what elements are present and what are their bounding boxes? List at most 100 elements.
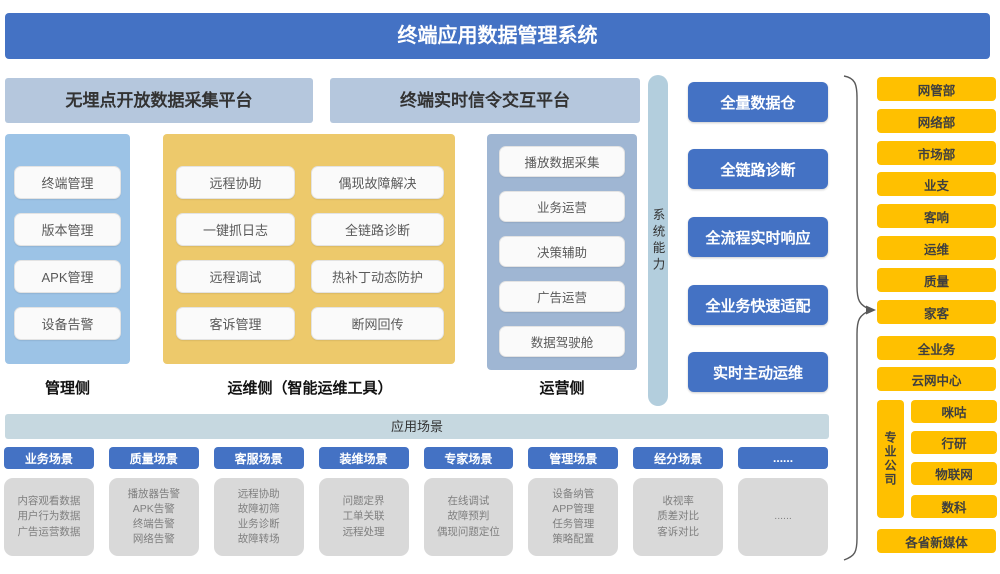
dept-all-business: 全业务 [877,336,996,360]
scenario-col-business: 业务场景 内容观看数据 用户行为数据 广告运营数据 [4,447,94,556]
page-title: 终端应用数据管理系统 [5,13,990,59]
application-scenarios-bar: 应用场景 [5,414,829,439]
management-item-apk: APK管理 [14,260,121,293]
dept-customer-response: 客响 [877,204,996,228]
detail-line: 故障预判 [447,510,490,523]
management-item-device-alarm: 设备告警 [14,307,121,340]
dept-business-support: 业支 [877,172,996,196]
detail-line: 故障转场 [237,533,280,546]
dept-network-mgmt: 网管部 [877,77,996,101]
prof-item-iot: 物联网 [911,462,997,485]
professional-company-text: 专业公司 [883,431,897,487]
prof-item-digital: 数科 [911,495,997,518]
detail-line: ...... [774,510,792,523]
ops-item-offline-upload: 断网回传 [311,307,444,340]
ops-item-onekey-log: 一键抓日志 [176,213,295,246]
management-column-label: 管理侧 [44,380,90,397]
operation-item-data-cockpit: 数据驾驶舱 [499,326,625,357]
capability-full-data-warehouse: 全量数据仓 [688,82,828,122]
detail-line: APK告警 [132,502,175,515]
dept-province-new-media: 各省新媒体 [877,529,996,553]
prof-item-research: 行研 [911,431,997,454]
scenario-header-analytics: 经分场景 [633,447,724,469]
capability-proactive-ops: 实时主动运维 [688,352,828,392]
scenario-header-business: 业务场景 [4,447,94,469]
system-capability-bar: 系统能力 [648,75,668,406]
scenario-header-expert: 专家场景 [423,447,514,469]
detail-line: 任务管理 [552,518,595,530]
scenario-detail-more: ...... [738,478,828,556]
dept-quality: 质量 [877,268,996,292]
brace-connector [843,75,876,561]
ops-item-complaint-mgmt: 客诉管理 [176,307,295,340]
detail-line: 故障初筛 [237,502,280,515]
scenario-col-management: 管理场景 设备纳管 APP管理 任务管理 策略配置 [528,447,619,556]
scenario-detail-analytics: 收视率 质差对比 客诉对比 [633,478,724,556]
platform-header-open-data-collection: 无埋点开放数据采集平台 [5,78,313,123]
dept-market: 市场部 [877,141,996,165]
scenario-col-customer-service: 客服场景 远程协助 故障初筛 业务诊断 故障转场 [213,447,304,556]
detail-line: 收视率 [662,495,694,508]
ops-column-label: 运维侧（智能运维工具） [227,380,393,397]
capability-fast-adaptation: 全业务快速适配 [688,285,828,325]
scenario-header-customer-service: 客服场景 [213,447,304,469]
scenario-header-more: ...... [738,447,828,469]
detail-line: 工单关联 [342,510,385,523]
ops-item-hotfix-protect: 热补丁动态防护 [311,260,444,293]
scenario-col-expert: 专家场景 在线调试 故障预判 偶现问题定位 [423,447,514,556]
scenario-detail-expert: 在线调试 故障预判 偶现问题定位 [423,478,514,556]
operation-column-label: 运营侧 [539,380,585,397]
operation-item-ad-ops: 广告运营 [499,281,625,312]
system-capability-label: 系统能力 [650,207,665,274]
scenario-col-quality: 质量场景 播放器告警 APK告警 终端告警 网络告警 [108,447,199,556]
scenario-header-quality: 质量场景 [108,447,199,469]
operation-item-playback-data: 播放数据采集 [499,146,625,177]
prof-item-migu: 咪咕 [911,400,997,423]
detail-line: 用户行为数据 [17,510,81,523]
platform-header-realtime-signaling: 终端实时信令交互平台 [330,78,640,123]
scenario-col-more: ...... ...... [738,447,828,556]
brace-arrow-icon [866,305,876,315]
detail-line: 终端告警 [132,518,175,530]
ops-item-remote-debug: 远程调试 [176,260,295,293]
detail-line: 远程协助 [237,487,280,500]
management-item-terminal: 终端管理 [14,166,121,199]
detail-line: 业务诊断 [237,518,280,530]
detail-line: 网络告警 [132,533,175,546]
detail-line: 在线调试 [447,495,490,508]
detail-line: 偶现问题定位 [436,525,500,538]
detail-line: 广告运营数据 [17,525,81,538]
detail-line: 设备纳管 [552,487,595,500]
scenario-detail-installation: 问题定界 工单关联 远程处理 [318,478,409,556]
detail-line: 质差对比 [657,510,700,523]
scenario-detail-management: 设备纳管 APP管理 任务管理 策略配置 [528,478,619,556]
scenario-header-management: 管理场景 [528,447,619,469]
scenario-col-installation: 装维场景 问题定界 工单关联 远程处理 [318,447,409,556]
professional-company-label: 专业公司 [877,400,904,518]
dept-home-customer: 家客 [877,300,996,324]
detail-line: 远程处理 [342,525,385,538]
capability-realtime-response: 全流程实时响应 [688,217,828,257]
operation-item-decision-support: 决策辅助 [499,236,625,267]
scenario-row: 业务场景 内容观看数据 用户行为数据 广告运营数据 质量场景 播放器告警 APK… [4,447,828,556]
operation-item-business-ops: 业务运营 [499,191,625,222]
dept-network: 网络部 [877,109,996,133]
scenario-header-installation: 装维场景 [318,447,409,469]
detail-line: 策略配置 [552,533,595,546]
dept-cloud-network-center: 云网中心 [877,367,996,391]
scenario-col-analytics: 经分场景 收视率 质差对比 客诉对比 [633,447,724,556]
detail-line: APP管理 [552,502,595,515]
detail-line: 客诉对比 [657,525,700,538]
management-item-version: 版本管理 [14,213,121,246]
detail-line: 问题定界 [342,495,385,508]
detail-line: 播放器告警 [127,487,181,500]
ops-item-fulllink-diagnosis: 全链路诊断 [311,213,444,246]
detail-line: 内容观看数据 [17,495,81,508]
scenario-detail-customer-service: 远程协助 故障初筛 业务诊断 故障转场 [213,478,304,556]
scenario-detail-business: 内容观看数据 用户行为数据 广告运营数据 [4,478,94,556]
ops-item-remote-assist: 远程协助 [176,166,295,199]
ops-item-occasional-fault: 偶现故障解决 [311,166,444,199]
dept-ops: 运维 [877,236,996,260]
scenario-detail-quality: 播放器告警 APK告警 终端告警 网络告警 [108,478,199,556]
